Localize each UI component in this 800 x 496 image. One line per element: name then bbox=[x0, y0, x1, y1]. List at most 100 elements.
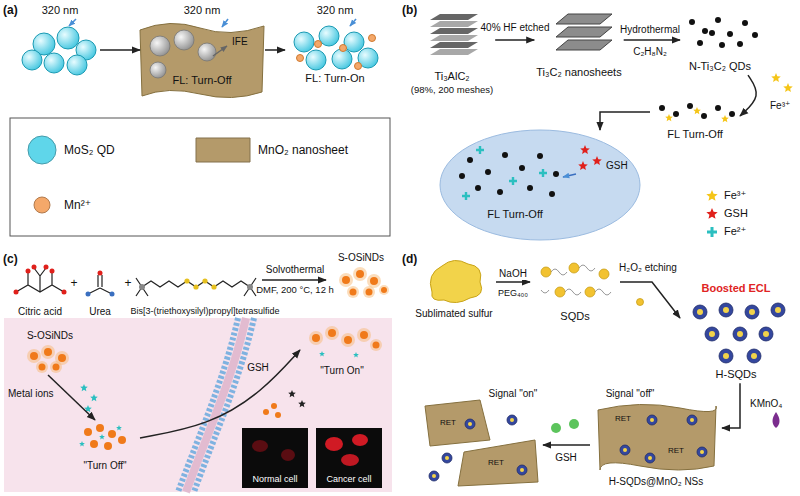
panel-c-illustration bbox=[344, 336, 352, 344]
panel-d-illustration bbox=[520, 468, 524, 472]
node-text: Signal "on" bbox=[489, 388, 538, 400]
node-text: IFE bbox=[232, 36, 248, 48]
transfer-label: RET bbox=[668, 446, 684, 456]
panel-d-illustration bbox=[759, 327, 773, 341]
panel-c-illustration bbox=[84, 428, 92, 436]
panel-d-illustration bbox=[771, 303, 785, 317]
legend-swatch bbox=[706, 208, 717, 219]
panel-a-illustration bbox=[294, 32, 314, 52]
panel-b-illustration bbox=[719, 42, 725, 48]
panel-a-illustration bbox=[222, 19, 228, 27]
panel-c-illustration bbox=[50, 361, 62, 373]
panel-b-illustration bbox=[737, 41, 743, 47]
panel-a-illustration bbox=[332, 49, 352, 69]
panel-c-illustration bbox=[14, 290, 19, 295]
panel-b-illustration bbox=[537, 153, 543, 159]
reagent-name: Bis[3-(triethoxysilyl)propyl]tetrasulfid… bbox=[130, 306, 279, 317]
panel-a-illustration bbox=[198, 43, 216, 61]
legend-text: Mn²⁺ bbox=[64, 198, 91, 212]
panel-c-illustration bbox=[356, 270, 364, 278]
panel-d-illustration bbox=[690, 418, 694, 422]
panel-b-illustration bbox=[659, 105, 665, 111]
panel-c-illustration bbox=[342, 276, 350, 284]
panel-d-illustration bbox=[719, 303, 733, 317]
panel-c-illustration bbox=[341, 454, 359, 466]
panel-d-illustration bbox=[510, 418, 514, 422]
flow-arrow bbox=[722, 383, 740, 428]
panel-b-illustration bbox=[462, 192, 470, 200]
nanodot-cluster: S-OSiNDs bbox=[20, 328, 80, 375]
panel-a-illustration bbox=[140, 23, 264, 97]
panel-a-illustration bbox=[306, 50, 326, 70]
panel-d-illustration bbox=[693, 305, 707, 319]
panel-d-illustration bbox=[425, 260, 785, 486]
panel-c-illustration bbox=[30, 352, 38, 360]
panel-d-illustration bbox=[623, 448, 627, 452]
panel-b-illustration bbox=[539, 169, 547, 177]
panel-d-illustration bbox=[751, 353, 757, 359]
panel-b-illustration bbox=[771, 73, 781, 82]
panel-c-illustration bbox=[110, 292, 115, 297]
legend-text: MnO₂ nanosheet bbox=[258, 143, 348, 157]
edge-label: GSH bbox=[553, 452, 579, 464]
reagent-formula: C₂H₈N₂ bbox=[633, 46, 667, 58]
panel-c-illustration bbox=[193, 284, 198, 289]
panel-b-illustration bbox=[485, 169, 491, 175]
node-text: 320 nm bbox=[184, 4, 221, 17]
panel-b-illustration bbox=[580, 145, 590, 154]
panel-a-illustration bbox=[350, 19, 356, 26]
flow-arrow bbox=[740, 75, 756, 116]
panel-b-illustration bbox=[502, 152, 508, 158]
panel-c-illustration bbox=[312, 334, 320, 342]
panel-c-illustration bbox=[36, 361, 48, 373]
panel-b-illustration bbox=[553, 171, 559, 177]
panel-c-illustration bbox=[53, 364, 60, 371]
panel-c-illustration bbox=[353, 352, 359, 357]
panel-d-illustration bbox=[465, 419, 475, 429]
legend-swatch bbox=[34, 197, 50, 213]
panel-d-illustration bbox=[747, 349, 761, 363]
panel-c-illustration bbox=[316, 428, 382, 488]
panel-d-illustration bbox=[458, 440, 538, 486]
node-text: Ti₃AlC₂ bbox=[434, 70, 469, 83]
nanosheet-composite: Signal "off"H-SQDs@MnO₂ NSs bbox=[590, 386, 722, 490]
panel-b-illustration bbox=[783, 83, 793, 92]
panel-c-illustration bbox=[357, 328, 371, 342]
node-text: Normal cell bbox=[252, 474, 297, 485]
panel-c-illustration bbox=[108, 430, 116, 438]
qd-cluster: 320 nm bbox=[20, 2, 100, 76]
panel-a-illustration bbox=[355, 63, 362, 70]
panel-c-illustration bbox=[26, 269, 31, 274]
panel-d-illustration bbox=[429, 471, 439, 481]
reagent-formula: PEG₄₀₀ bbox=[498, 288, 528, 299]
panel-c-illustration bbox=[27, 349, 41, 363]
panel-c-illustration bbox=[16, 268, 64, 292]
panel-a-illustration bbox=[10, 118, 390, 236]
panel-c-illustration bbox=[247, 284, 253, 290]
panel-c-illustration bbox=[184, 278, 189, 283]
panel-d-illustration bbox=[468, 422, 472, 426]
panel-c-illustration bbox=[90, 394, 98, 401]
panel-b-illustration bbox=[702, 28, 708, 34]
panel-a-illustration bbox=[150, 62, 166, 78]
flow-arrow bbox=[543, 444, 590, 446]
panel-d-illustration bbox=[697, 447, 707, 457]
edge-label: 40% HF etched bbox=[479, 22, 552, 34]
panel-c-illustration bbox=[370, 339, 382, 351]
mno2-nanosheet: 320 nmIFEFL: Turn-Off bbox=[140, 2, 265, 100]
panel-d-illustration bbox=[773, 412, 780, 428]
panel-b-illustration bbox=[459, 173, 465, 179]
legend-text: GSH bbox=[724, 207, 748, 220]
panel-a-illustration bbox=[174, 30, 194, 50]
panel-b-illustration bbox=[715, 17, 721, 23]
panel-a-illustration bbox=[67, 55, 87, 75]
panel-c-illustration bbox=[104, 442, 112, 450]
panel-c-illustration bbox=[353, 267, 367, 281]
panel-d-illustration bbox=[705, 327, 719, 341]
panel-d-illustration bbox=[541, 267, 551, 277]
legend-swatch bbox=[28, 136, 56, 164]
panel-b-illustration bbox=[752, 32, 758, 38]
panel-label: (d) bbox=[402, 252, 417, 266]
released-dots: Signal "on" bbox=[418, 386, 543, 490]
plus-sign: + bbox=[70, 276, 77, 290]
